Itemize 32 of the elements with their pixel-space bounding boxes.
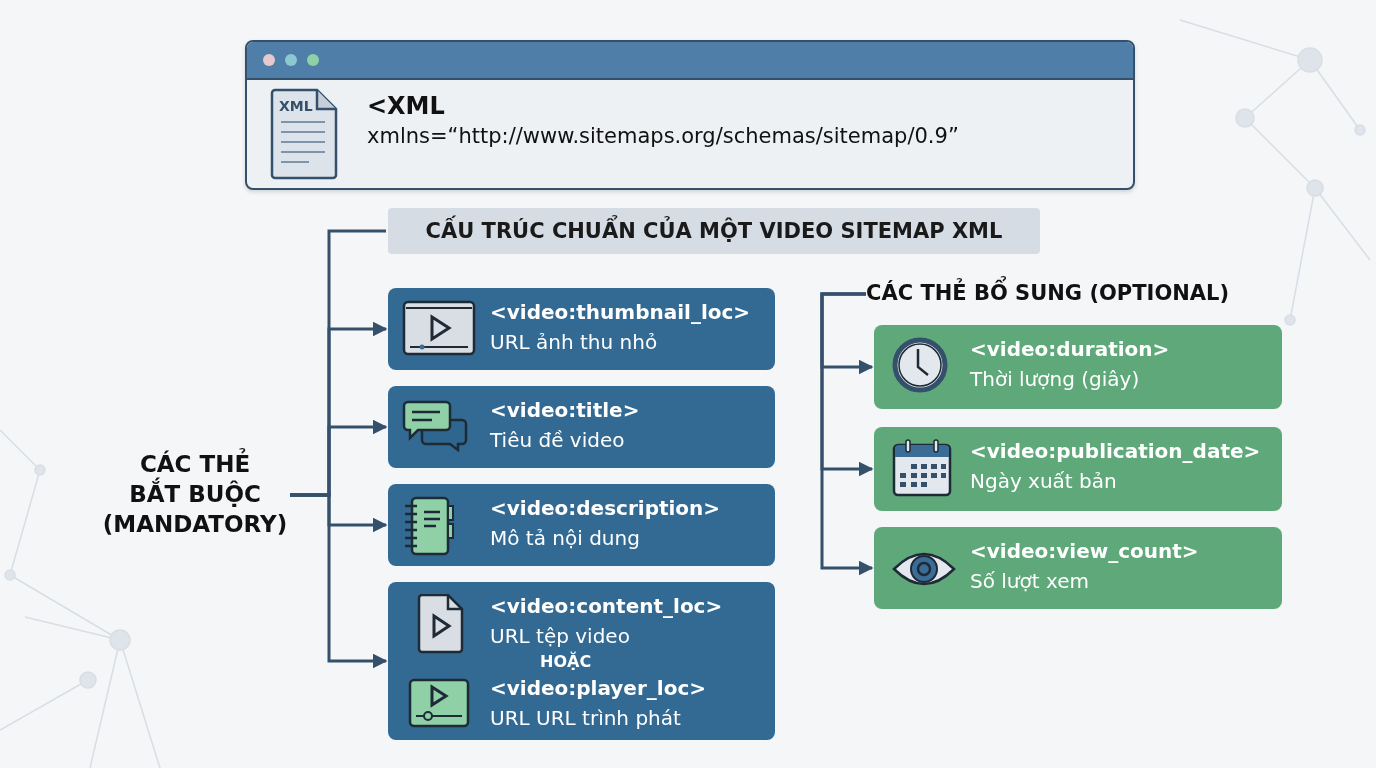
- tag-name: <video:content_loc>: [490, 594, 723, 618]
- arrow: [290, 493, 388, 669]
- namespace-text: xmlns=“http://www.sitemaps.org/schemas/sitemap/0.9”: [367, 124, 959, 148]
- arrow: [820, 292, 874, 576]
- tag-card: [388, 386, 775, 468]
- tag-card: [388, 484, 775, 566]
- or-text: HOẶC: [540, 652, 592, 671]
- tag-card: [388, 288, 775, 370]
- tag-name: <video:description>: [490, 496, 721, 520]
- group-heading: CÁC THẺ BẮT BUỘC (MANDATORY): [100, 450, 290, 540]
- tag-description: Mô tả nội dung: [490, 526, 640, 550]
- tag-name: <video:duration>: [970, 337, 1170, 361]
- tag-name: <video:publication_date>: [970, 439, 1261, 463]
- heading-band: [388, 208, 1040, 254]
- tag-description: URL ảnh thu nhỏ: [490, 330, 658, 354]
- tag-card: [874, 325, 1282, 409]
- tag-name: <video:title>: [490, 398, 640, 422]
- tag-card: [874, 527, 1282, 609]
- file-type-label: XML: [279, 98, 313, 114]
- tag-description: Tiêu đề video: [490, 428, 625, 452]
- tag-description: URL tệp video: [490, 624, 630, 648]
- tag-card: [874, 427, 1282, 511]
- browser-window: [245, 40, 1135, 190]
- tag-name: <video:view_count>: [970, 539, 1199, 563]
- tag-name: <video:player_loc>: [490, 676, 706, 700]
- tag-description: URL URL trình phát: [490, 706, 681, 730]
- tag-name: <video:thumbnail_loc>: [490, 300, 751, 324]
- tag-card: [388, 582, 775, 740]
- tag-description: Thời lượng (giây): [970, 367, 1140, 391]
- tag-description: Số lượt xem: [970, 569, 1089, 593]
- xml-heading: <XML: [367, 92, 445, 120]
- tag-description: Ngày xuất bản: [970, 469, 1117, 493]
